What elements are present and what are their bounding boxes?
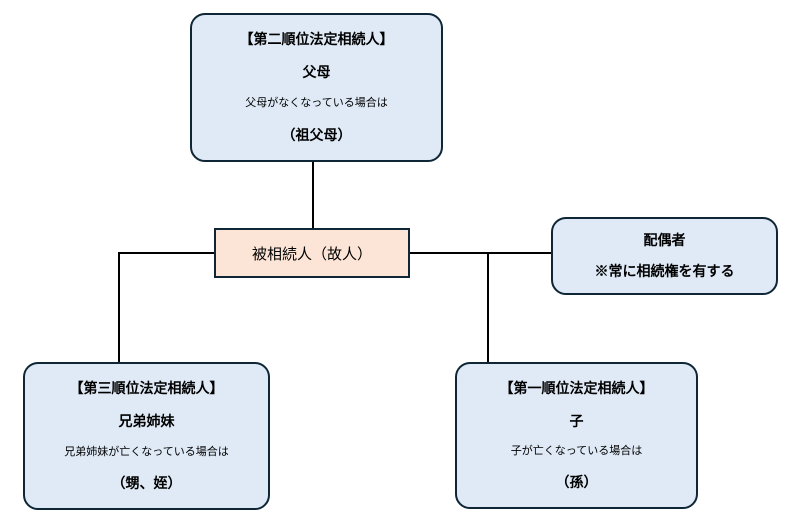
node-heading: 【第三順位法定相続人】 — [69, 380, 224, 397]
node-note: 兄弟姉妹が亡くなっている場合は — [64, 445, 229, 458]
connector-left-vertical — [118, 252, 120, 362]
node-heir: 配偶者 — [643, 232, 686, 249]
node-second-rank-heirs: 【第二順位法定相続人】 父母 父母がなくなっている場合は （祖父母） — [190, 13, 443, 162]
connector-top-vertical — [312, 162, 314, 230]
node-heading: 【第一順位法定相続人】 — [499, 379, 654, 396]
node-decedent: 被相続人（故人） — [214, 228, 410, 278]
node-heir: 父母 — [302, 64, 331, 81]
connector-left-horizontal — [119, 252, 216, 254]
node-note: 父母がなくなっている場合は — [245, 97, 388, 110]
node-note: 子が亡くなっている場合は — [510, 445, 643, 458]
node-spouse: 配偶者 ※常に相続権を有する — [551, 217, 778, 295]
node-note: ※常に相続権を有する — [594, 262, 735, 279]
decedent-label: 被相続人（故人） — [251, 245, 372, 263]
connector-right-horizontal — [408, 252, 553, 254]
node-first-rank-heirs: 【第一順位法定相続人】 子 子が亡くなっている場合は （孫） — [455, 362, 698, 509]
node-third-rank-heirs: 【第三順位法定相続人】 兄弟姉妹 兄弟姉妹が亡くなっている場合は （甥、姪） — [23, 362, 270, 510]
node-heir: 兄弟姉妹 — [118, 412, 175, 429]
node-heir: 子 — [569, 412, 584, 429]
node-fallback: （甥、姪） — [111, 475, 182, 492]
connector-right-vertical — [487, 252, 489, 362]
node-fallback: （祖父母） — [281, 126, 352, 143]
node-heading: 【第二順位法定相続人】 — [239, 31, 394, 48]
node-fallback: （孫） — [555, 474, 598, 491]
